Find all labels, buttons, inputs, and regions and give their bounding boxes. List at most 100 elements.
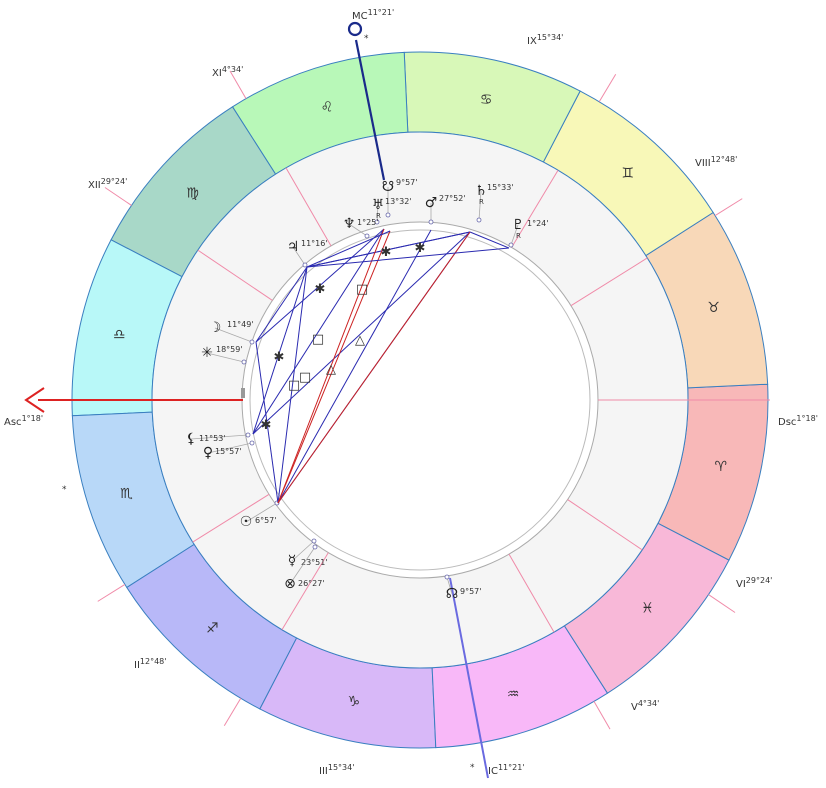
house-cusp-line [570, 257, 648, 307]
house-label-VI: VI29°24' [736, 576, 772, 590]
aquarius-icon: ♒ [507, 687, 520, 703]
mars-icon: ♂ [425, 195, 438, 211]
mercury-icon: ☿ [288, 553, 297, 569]
moon-leader-line [214, 327, 253, 343]
south-node-icon: ☋ [382, 179, 394, 195]
mc-degree: 11°21' [368, 8, 395, 17]
angle-label-asc: Asc1°18' [4, 414, 43, 428]
ic-degree: 11°21' [498, 763, 525, 772]
saturn-retrograde: R [479, 198, 484, 206]
left-marker: * [62, 485, 67, 495]
mars-position-dot [428, 219, 434, 225]
dsc-name: Dsc [778, 417, 796, 428]
aspect-lines: ✱✱✱✱✱△△□□□□ [252, 228, 510, 504]
uranus-degree: 13°32' [385, 197, 412, 206]
venus-degree: 15°57' [215, 447, 242, 456]
pluto-leader-line [510, 224, 519, 246]
angle-label-dsc: Dsc1°18' [778, 414, 818, 428]
house-cusp-line [285, 167, 332, 247]
mercury-leader-line [291, 540, 315, 562]
jupiter-leader-line [292, 246, 306, 266]
neptune-icon: ♆ [343, 216, 356, 232]
north-node-degree: 9°57' [460, 587, 481, 596]
capricorn-icon: ♑ [348, 694, 361, 710]
ic-marker: * [470, 763, 475, 773]
house-cusp-line [281, 552, 329, 630]
house-degree: 15°34' [328, 763, 355, 772]
lilith-degree: 11°53' [199, 434, 226, 443]
center-circle [241, 221, 599, 579]
ic-axis-line [449, 577, 489, 779]
asc-degree: 1°18' [22, 414, 43, 423]
aspect-line [469, 231, 510, 249]
aspect-line [277, 228, 385, 504]
house-cusp-tick [229, 70, 247, 99]
south-node-position-dot [385, 212, 391, 218]
aspect-symbol: △ [326, 362, 336, 377]
part-of-fortune-position-dot [312, 544, 318, 550]
aspect-line [252, 231, 471, 435]
aspect-line [306, 230, 391, 268]
moon-degree: 11°49' [227, 320, 254, 329]
vertex-leader-line [206, 352, 245, 363]
mc-name: MC [352, 11, 368, 22]
house-number: VIII [695, 158, 711, 169]
part-of-fortune-leader-line [289, 546, 316, 585]
house-degree: 29°24' [746, 576, 773, 585]
saturn-leader-line [478, 190, 482, 221]
virgo-icon: ♍ [186, 185, 199, 201]
house-number: XII [88, 180, 101, 191]
venus-position-dot [249, 440, 255, 446]
neptune-degree: 1°25' [357, 218, 378, 227]
uranus-position-dot [374, 219, 380, 225]
house-degree: 12°48' [140, 657, 167, 666]
asc-marker [241, 388, 245, 398]
vertex-icon: ✳ [201, 345, 213, 361]
north-node-leader-line [446, 576, 453, 595]
house-label-XI: XI4°34' [212, 65, 243, 79]
house-cusp-line [197, 249, 273, 301]
gemini-icon: ♊ [621, 166, 634, 182]
aspect-symbol: □ [288, 378, 300, 393]
mc-circle-icon [347, 21, 363, 37]
aspect-line [252, 228, 385, 435]
aspect-line [306, 231, 471, 268]
jupiter-icon: ♃ [287, 239, 300, 255]
moon-icon: ☽ [209, 320, 222, 336]
house-label-III: III15°34' [319, 763, 354, 777]
house-degree: 29°24' [101, 177, 128, 186]
aspect-symbol: △ [355, 333, 365, 348]
vertex-position-dot [241, 359, 247, 365]
house-cusp-line [511, 170, 559, 248]
uranus-retrograde: R [376, 212, 381, 220]
part-of-fortune-icon: ⊗ [284, 576, 296, 592]
pisces-icon: ♓ [641, 601, 654, 617]
aspect-line [277, 266, 308, 504]
house-number: IX [527, 36, 537, 47]
angle-label-mc: MC11°21' [352, 8, 394, 22]
house-degree: 4°34' [638, 699, 659, 708]
aspect-line [306, 247, 510, 268]
aspect-symbol: ✱ [274, 350, 285, 365]
aspect-symbol: ✱ [381, 245, 392, 260]
jupiter-degree: 11°16' [301, 239, 328, 248]
north-node-icon: ☊ [446, 586, 458, 602]
planets-layer: ☋9°57'♅13°32'R♂27°52'♄15°33'R♇1°24'R♆1°2… [186, 178, 549, 602]
aspect-symbol: □ [299, 370, 311, 385]
aspect-symbol: ✱ [315, 282, 326, 297]
mars-degree: 27°52' [439, 194, 466, 203]
aspect-line [277, 231, 471, 504]
aspect-line [255, 341, 279, 504]
house-number: V [631, 702, 638, 713]
aspect-line [255, 266, 308, 343]
house-cusp-tick [708, 594, 736, 613]
house-label-XII: XII29°24' [88, 177, 127, 191]
taurus-icon: ♉ [707, 300, 720, 316]
scorpio-icon: ♏ [120, 486, 133, 502]
house-number: II [134, 660, 140, 671]
saturn-degree: 15°33' [487, 183, 514, 192]
venus-icon: ♀ [203, 445, 213, 461]
asc-name: Asc [4, 417, 22, 428]
aspect-line [252, 266, 308, 435]
ic-name: IC [488, 766, 498, 777]
